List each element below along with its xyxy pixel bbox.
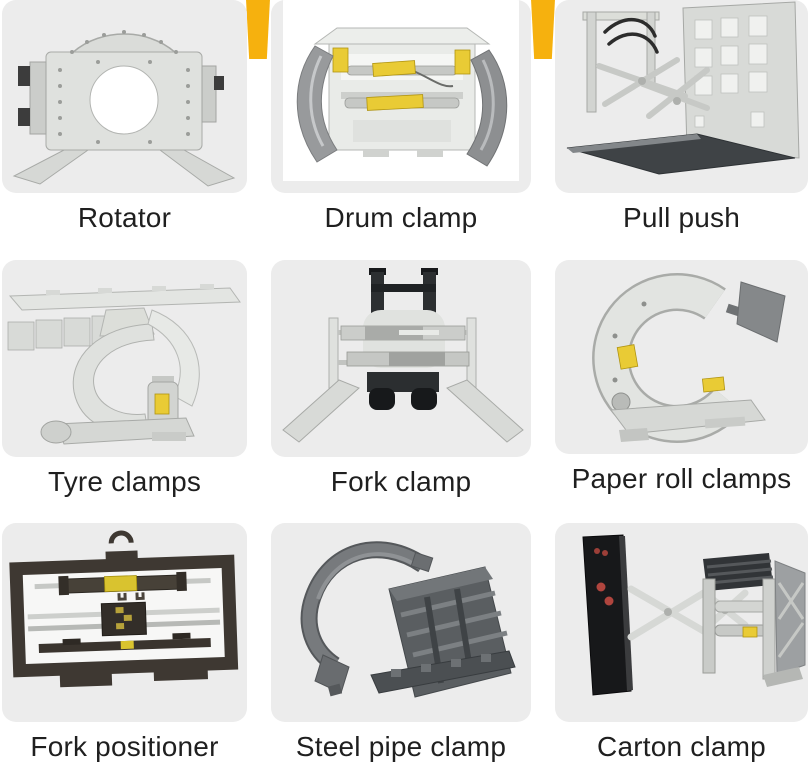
tyre-clamps-photo (2, 260, 247, 457)
pull-push-illustration (566, 1, 800, 175)
product-label-steel-pipe-clamp: Steel pipe clamp (295, 731, 507, 762)
steel-pipe-clamp-photo (271, 523, 531, 722)
rotator-photo (2, 0, 247, 193)
product-card-carton-clamp: Carton clamp (555, 523, 808, 764)
product-card-steel-pipe-clamp: Steel pipe clamp (271, 523, 531, 764)
pull-push-photo (555, 0, 808, 193)
product-label-rotator: Rotator (77, 202, 172, 233)
product-label-drum-clamp: Drum clamp (324, 202, 478, 233)
yellow-banner-strip-left (246, 0, 270, 59)
fork-positioner-photo (2, 523, 247, 722)
carton-clamp-photo (555, 523, 808, 722)
product-label-paper-roll-clamps: Paper roll clamps (571, 463, 792, 494)
product-label-carton-clamp: Carton clamp (597, 731, 766, 762)
drum-clamp-photo (271, 0, 531, 193)
steel-pipe-clamp-illustration (300, 541, 516, 698)
paper-roll-clamps-photo (555, 260, 808, 454)
product-card-pull-push: Pull push (555, 0, 808, 235)
fork-positioner-illustration (9, 530, 239, 688)
paper-roll-clamps-illustration (592, 273, 786, 443)
product-card-fork-positioner: Fork positioner (2, 523, 247, 764)
yellow-banner-strip-right (531, 0, 555, 59)
tyre-clamps-illustration (7, 284, 241, 445)
product-card-fork-clamp: Fork clamp (271, 260, 531, 499)
fork-clamp-photo (271, 260, 531, 457)
product-label-tyre-clamps: Tyre clamps (47, 466, 202, 497)
product-card-rotator: Rotator (2, 0, 247, 235)
product-card-drum-clamp: Drum clamp (271, 0, 531, 235)
product-card-paper-roll-clamps: Paper roll clamps (555, 260, 808, 496)
carton-clamp-illustration (582, 534, 806, 696)
product-card-tyre-clamps: Tyre clamps (2, 260, 247, 499)
product-label-fork-clamp: Fork clamp (330, 466, 472, 497)
product-label-pull-push: Pull push (623, 202, 740, 233)
product-label-fork-positioner: Fork positioner (30, 731, 219, 762)
fork-clamp-illustration (282, 268, 524, 443)
drum-clamp-illustration (283, 0, 519, 181)
rotator-illustration (12, 30, 236, 187)
